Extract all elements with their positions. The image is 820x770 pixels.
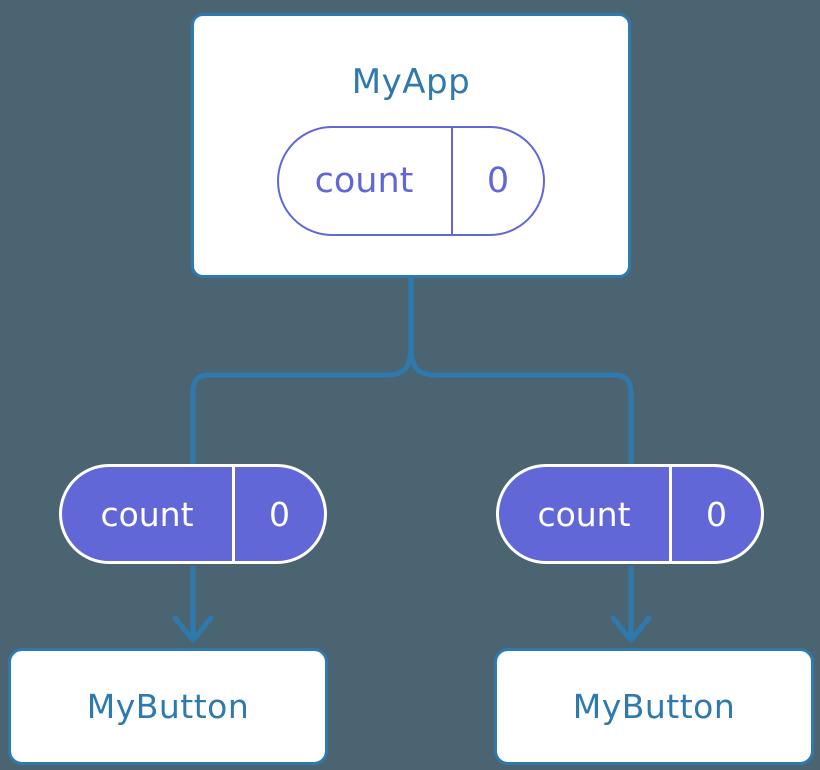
state-pill-count[interactable]: count 0 [277, 126, 545, 236]
prop-pill-right-key: count [499, 467, 672, 561]
connector-branch-left [190, 345, 414, 464]
state-pill-value: 0 [486, 160, 510, 201]
prop-pill-right-value: 0 [706, 494, 727, 534]
prop-pill-right[interactable]: count 0 [496, 464, 764, 564]
component-title-myapp: MyApp [351, 62, 471, 102]
component-card-mybutton-left[interactable]: MyButton [8, 648, 328, 765]
arrowhead-left-icon [172, 615, 214, 643]
component-card-mybutton-right[interactable]: MyButton [494, 648, 814, 765]
state-pill-key: count [279, 128, 453, 234]
arrowhead-right-icon [610, 615, 652, 643]
prop-pill-left-value: 0 [269, 494, 290, 534]
connector-branch-right [408, 345, 634, 464]
prop-pill-left[interactable]: count 0 [59, 464, 327, 564]
prop-pill-left-key: count [62, 467, 235, 561]
component-title-mybutton-right: MyButton [572, 687, 736, 726]
component-title-mybutton-left: MyButton [86, 687, 250, 726]
